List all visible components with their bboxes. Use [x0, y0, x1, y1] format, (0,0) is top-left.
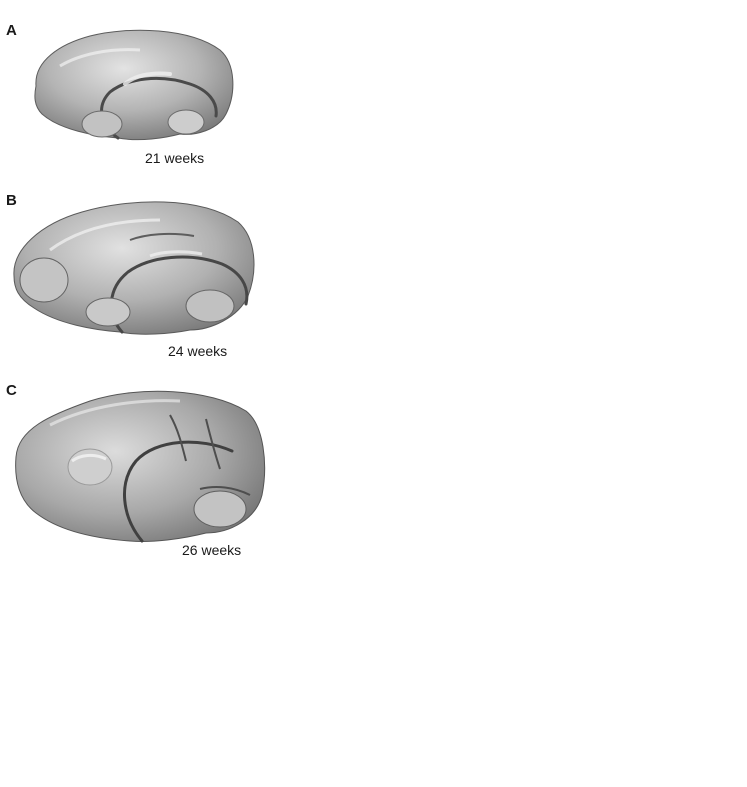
panel-letter-c: C: [6, 382, 17, 399]
caption-b: 24 weeks: [168, 343, 228, 359]
brain-photo-21-weeks: [34, 29, 234, 141]
panel-letter-a: A: [6, 22, 17, 39]
brain-photo-26-weeks: [15, 390, 266, 543]
caption-c: 26 weeks: [182, 542, 242, 558]
caption-a: 21 weeks: [145, 150, 205, 166]
brain-photo-24-weeks: [13, 201, 255, 335]
panel-letter-b: B: [6, 192, 17, 209]
